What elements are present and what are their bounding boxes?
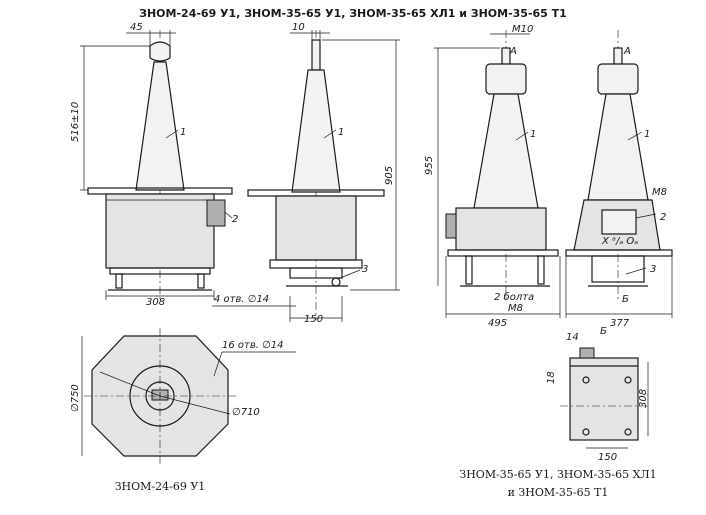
label-a: А (509, 46, 517, 57)
cap-right-2 (597, 63, 639, 95)
label-b-2: Б (600, 326, 607, 337)
terminal-box (206, 199, 226, 227)
label-m8: М8 (508, 303, 523, 314)
dim-16-holes: 16 отв. ∅14 (222, 340, 284, 351)
view-znom35-side: 10 905 4 отв. ∅14 150 1 3 (212, 22, 400, 325)
label-1-c: 1 (530, 129, 536, 140)
cap-right (485, 63, 527, 95)
label-1: 1 (180, 127, 186, 138)
dim-10: 10 (292, 22, 305, 33)
dim-377: 377 (610, 318, 630, 329)
dim-308-b: 308 (638, 389, 649, 408)
tank-body-2 (275, 195, 357, 261)
view-znom35-front-right: М10 А 955 2 болта М8 495 1 (424, 24, 561, 329)
view-znom24-front: 45 516±10 308 1 2 (70, 22, 238, 308)
caption-right-2: и ЗНОМ-35-65 Т1 (508, 486, 609, 499)
label-bolts: 2 болта (494, 291, 534, 303)
caption-left: ЗНОМ-24-69 У1 (115, 480, 206, 493)
dim-m10: М10 (512, 24, 533, 35)
label-1-b: 1 (338, 127, 344, 138)
label-3: 3 (362, 264, 368, 275)
view-rect-base: 14 Б 18 308 150 ЗНОМ-35-65 У1, ЗНОМ-35-6… (459, 326, 656, 499)
dim-14: 14 (566, 332, 579, 343)
rect-base (569, 357, 639, 441)
view-znom35-side-right: X ᵃ/ₐ Oₐ А М8 2 1 3 Б 377 (565, 30, 673, 329)
label-terminals: X ᵃ/ₐ Oₐ (601, 236, 638, 247)
drawing-title: ЗНОМ-24-69 У1, ЗНОМ-35-65 У1, ЗНОМ-35-65… (139, 7, 567, 20)
label-2-right: 2 (660, 212, 666, 223)
insulator-cap (149, 41, 171, 62)
dim-18: 18 (546, 371, 557, 384)
label-a-right: А (623, 46, 631, 57)
tank-body (105, 193, 215, 269)
dim-955: 955 (424, 156, 435, 175)
insulator-cone (135, 61, 185, 191)
rod-top (311, 39, 321, 71)
label-2: 2 (232, 214, 238, 225)
terminal-plate (601, 209, 637, 235)
dim-750: ∅750 (70, 384, 81, 412)
view-octagon-plan: ∅750 ∅710 16 отв. ∅14 ЗНОМ-24-69 У1 (70, 328, 296, 493)
label-3-right: 3 (650, 264, 656, 275)
dim-150: 150 (304, 314, 323, 325)
insulator-cone-2 (291, 69, 341, 193)
dim-308: 308 (146, 297, 165, 308)
dim-4-holes: 4 отв. ∅14 (214, 294, 269, 305)
dim-516: 516±10 (70, 102, 81, 142)
dim-150-b: 150 (598, 452, 617, 463)
dim-495: 495 (488, 318, 507, 329)
tank-body-3 (455, 207, 547, 251)
label-b: Б (622, 294, 629, 305)
dim-45: 45 (130, 22, 143, 33)
label-1-d: 1 (644, 129, 650, 140)
dim-710: ∅710 (232, 407, 260, 418)
dim-m8-right: М8 (652, 187, 667, 198)
dim-905: 905 (384, 166, 395, 185)
caption-right-1: ЗНОМ-35-65 У1, ЗНОМ-35-65 ХЛ1 (459, 468, 656, 481)
